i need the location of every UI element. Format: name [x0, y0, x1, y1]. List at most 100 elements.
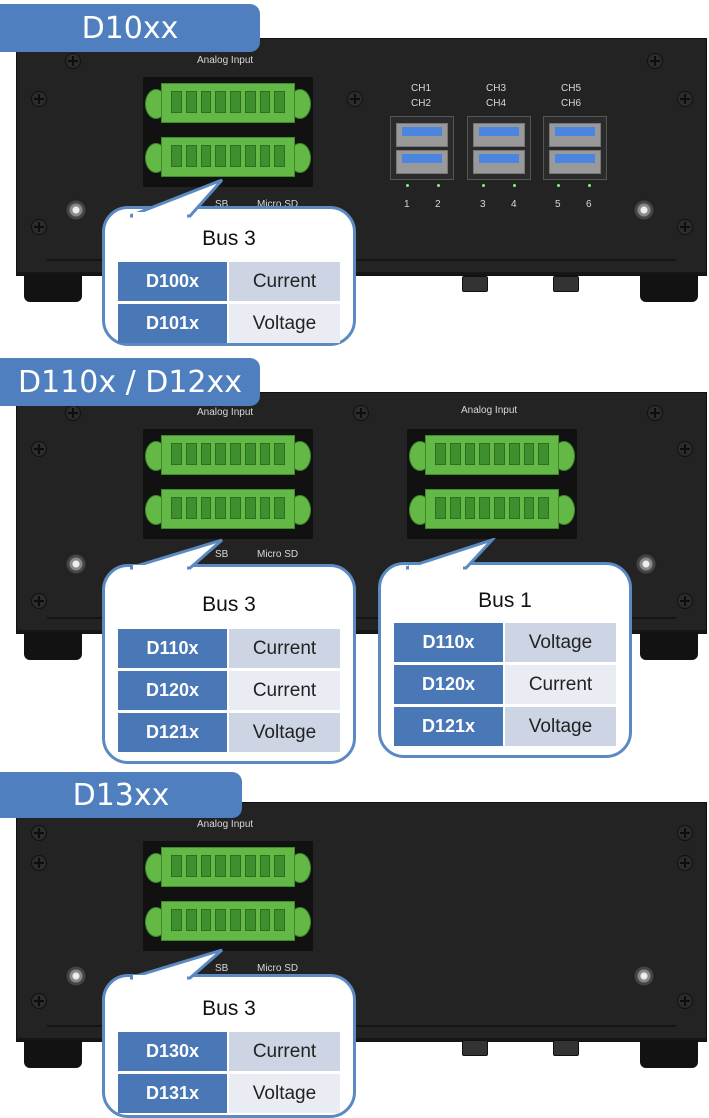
screw-icon	[31, 219, 47, 235]
led-icon	[482, 184, 485, 187]
device-foot	[24, 632, 82, 660]
usb-port-pair	[390, 116, 454, 180]
antenna-connector-icon	[635, 553, 657, 575]
signal-cell: Current	[229, 262, 340, 301]
section-tab-d110x-d12xx: D110x / D12xx	[0, 358, 260, 406]
screw-icon	[31, 441, 47, 457]
device-foot	[640, 632, 698, 660]
section-d13xx: D13xx Analog Input SB Micro SD Bus 3 D13…	[0, 768, 709, 1118]
screw-icon	[65, 53, 81, 69]
port-number: 5	[555, 199, 561, 210]
model-cell: D101x	[118, 304, 227, 343]
screw-icon	[677, 593, 693, 609]
device-knob	[553, 276, 579, 292]
model-cell: D100x	[118, 262, 227, 301]
signal-cell: Voltage	[229, 713, 340, 752]
screw-icon	[677, 993, 693, 1009]
screw-icon	[677, 825, 693, 841]
usb-label: SB	[215, 199, 229, 210]
port-number: 4	[511, 199, 517, 210]
led-icon	[588, 184, 591, 187]
analog-input-label: Analog Input	[197, 819, 254, 830]
bus-title: Bus 3	[202, 997, 256, 1020]
ch-label: CH1	[411, 83, 432, 94]
screw-icon	[31, 993, 47, 1009]
analog-input-terminal-block	[143, 77, 313, 187]
ch-label: CH4	[486, 98, 507, 109]
screw-icon	[677, 441, 693, 457]
model-cell: D120x	[394, 665, 503, 704]
signal-cell: Current	[229, 629, 340, 668]
screw-icon	[31, 91, 47, 107]
antenna-connector-icon	[633, 965, 655, 987]
bus-title: Bus 3	[202, 593, 256, 616]
micro-sd-label: Micro SD	[257, 199, 299, 210]
screw-icon	[647, 53, 663, 69]
antenna-connector-icon	[65, 965, 87, 987]
analog-input-label: Analog Input	[461, 405, 518, 416]
port-number: 1	[404, 199, 410, 210]
signal-cell: Voltage	[505, 707, 616, 746]
screw-icon	[353, 405, 369, 421]
analog-input-terminal-block	[143, 841, 313, 951]
device-knob	[462, 276, 488, 292]
model-cell: D110x	[394, 623, 503, 662]
antenna-connector-icon	[65, 199, 87, 221]
ch-label: CH3	[486, 83, 507, 94]
led-icon	[513, 184, 516, 187]
bubble-pointer	[406, 538, 496, 570]
screw-icon	[31, 825, 47, 841]
device-foot	[640, 274, 698, 302]
section-tab-d13xx: D13xx	[0, 772, 242, 818]
screw-icon	[677, 855, 693, 871]
screw-icon	[677, 219, 693, 235]
ch-label: CH5	[561, 83, 582, 94]
micro-sd-label: Micro SD	[257, 549, 299, 560]
model-cell: D121x	[118, 713, 227, 752]
bubble-pointer	[130, 538, 223, 570]
bus-title: Bus 3	[202, 227, 256, 250]
bubble-pointer	[130, 948, 223, 980]
micro-sd-label: Micro SD	[257, 963, 299, 974]
led-icon	[406, 184, 409, 187]
model-cell: D130x	[118, 1032, 227, 1071]
device-knob	[462, 1040, 488, 1056]
analog-input-terminal-block	[407, 429, 577, 539]
signal-cell: Voltage	[229, 304, 340, 343]
ch-label: CH2	[411, 98, 432, 109]
antenna-connector-icon	[633, 199, 655, 221]
signal-cell: Voltage	[505, 623, 616, 662]
model-cell: D121x	[394, 707, 503, 746]
screw-icon	[647, 405, 663, 421]
device-foot	[24, 274, 82, 302]
bubble-pointer	[130, 178, 224, 218]
led-icon	[437, 184, 440, 187]
bus-title: Bus 1	[478, 589, 532, 612]
section-d110x-d12xx: D110x / D12xx Analog Input Analog Input …	[0, 356, 709, 764]
usb-port-pair	[467, 116, 531, 180]
usb-label: SB	[215, 963, 229, 974]
signal-cell: Voltage	[229, 1074, 340, 1113]
section-d10xx: D10xx Analog Input SB Micro SD CH1 CH2 C…	[0, 0, 709, 350]
analog-input-terminal-block	[143, 429, 313, 539]
port-number: 3	[480, 199, 486, 210]
signal-cell: Current	[505, 665, 616, 704]
usb-label: SB	[215, 549, 229, 560]
screw-icon	[31, 855, 47, 871]
screw-icon	[31, 593, 47, 609]
signal-cell: Current	[229, 1032, 340, 1071]
analog-input-label: Analog Input	[197, 407, 254, 418]
device-knob	[553, 1040, 579, 1056]
device-foot	[24, 1040, 82, 1068]
